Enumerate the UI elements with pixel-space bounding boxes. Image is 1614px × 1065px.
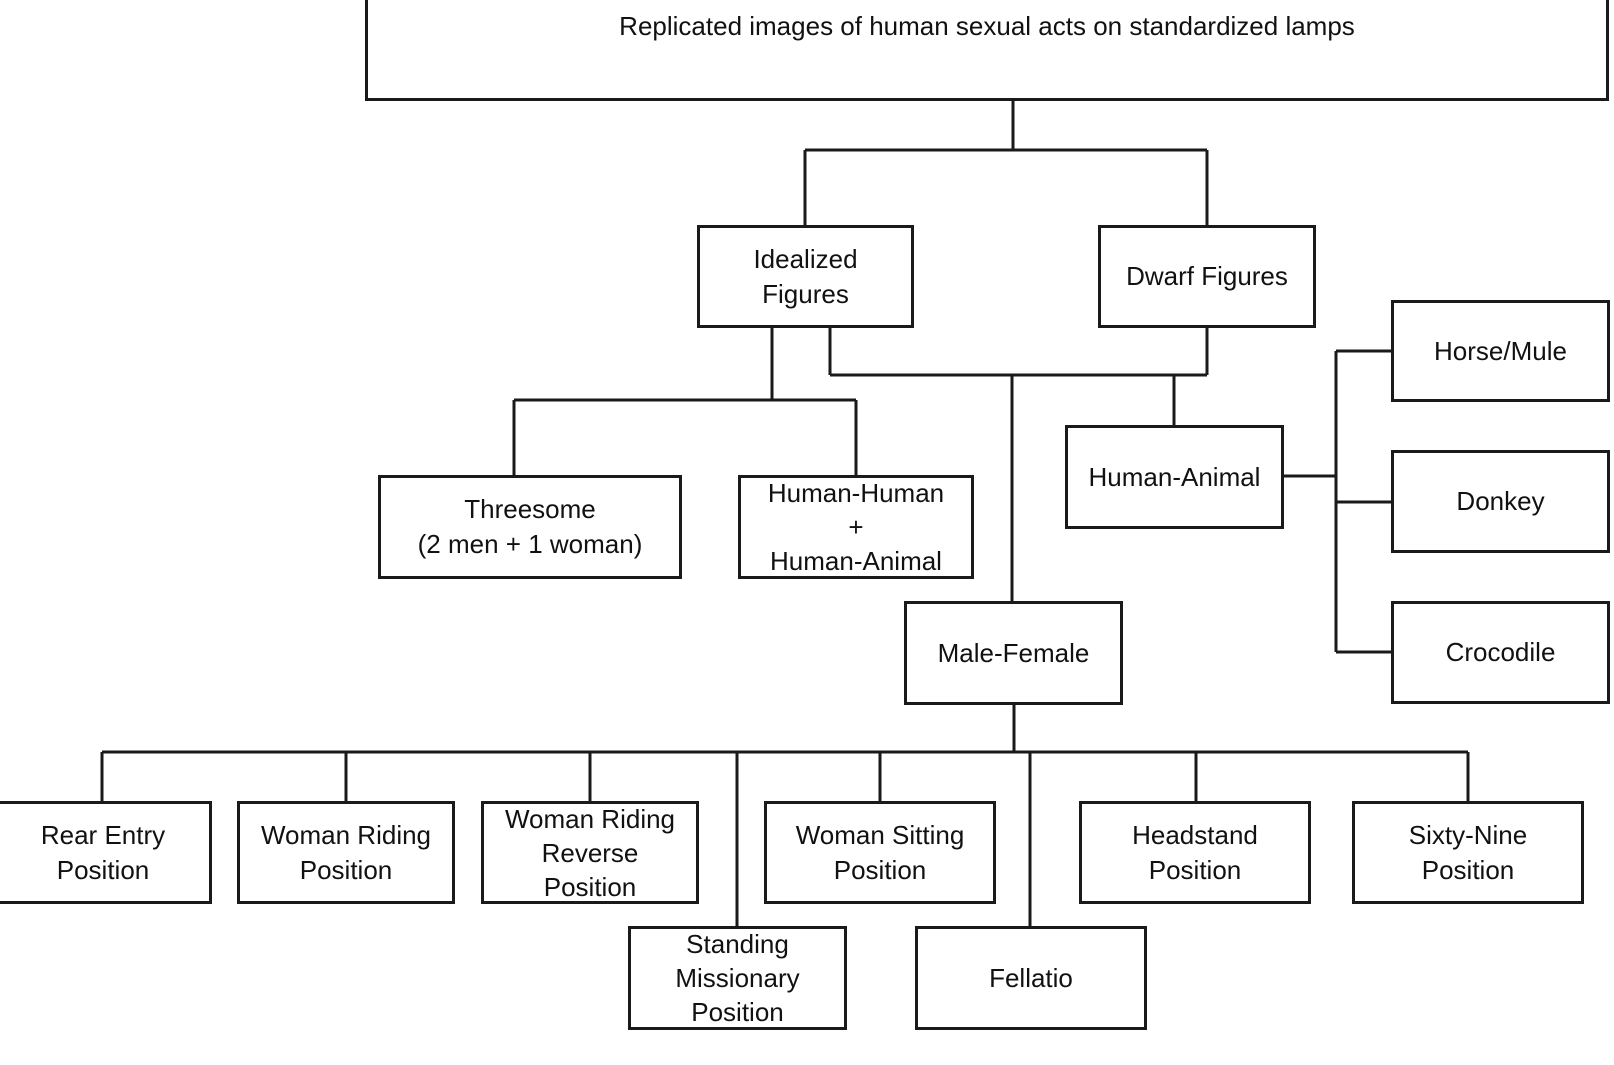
box-label-line: Figures bbox=[762, 278, 849, 309]
box-label-line: Woman Riding bbox=[504, 803, 676, 834]
box-label-line: Position bbox=[56, 854, 150, 885]
fellatio-box: Fellatio bbox=[915, 926, 1147, 1030]
box-label-line: Headstand bbox=[1132, 819, 1258, 850]
male-female-box: Male-Female bbox=[904, 601, 1123, 705]
threesome-box: Threesome (2 men + 1 woman) bbox=[378, 475, 682, 579]
box-label-line: Horse/Mule bbox=[1434, 335, 1567, 366]
human-animal-box: Human-Animal bbox=[1065, 425, 1284, 529]
connector-root bbox=[803, 100, 1209, 227]
box-label-line: Threesome bbox=[464, 494, 596, 524]
box-label-line: Sixty-Nine bbox=[1408, 819, 1528, 850]
connector-idealized-subtypes bbox=[512, 327, 858, 476]
box-label-line: Standing bbox=[686, 929, 789, 959]
crocodile-box: Crocodile bbox=[1391, 601, 1610, 704]
box-label-line: Position bbox=[1148, 854, 1242, 885]
connector-positions bbox=[100, 704, 1470, 927]
box-label-line: Donkey bbox=[1456, 486, 1545, 516]
box-label-line: + bbox=[848, 512, 864, 542]
box-label-line: Idealized bbox=[753, 243, 858, 274]
box-label-line: Rear Entry bbox=[40, 819, 166, 850]
box-label-line: Male-Female bbox=[937, 637, 1090, 668]
connector-male-female bbox=[828, 327, 1209, 602]
donkey-box: Donkey bbox=[1391, 450, 1610, 553]
box-label-line: Woman Riding bbox=[260, 819, 432, 850]
box-label-line: Position bbox=[1421, 854, 1515, 885]
box-label-line: Position bbox=[833, 854, 927, 885]
box-label-line: Reverse bbox=[541, 837, 639, 868]
box-label-line: Missionary bbox=[675, 963, 800, 993]
box-label-line: Position bbox=[543, 871, 637, 902]
connector-animals bbox=[1283, 349, 1392, 654]
box-label-line: Woman Sitting bbox=[795, 819, 965, 850]
box-label-line: Fellatio bbox=[989, 962, 1073, 993]
dwarf-figures-box: Dwarf Figures bbox=[1098, 225, 1316, 328]
human-human-box: Human-Human + Human-Animal bbox=[738, 475, 974, 579]
box-label-line: Replicated images of human sexual acts o… bbox=[619, 11, 1355, 41]
box-label-line: Crocodile bbox=[1445, 637, 1556, 667]
box-label-line: Human-Human bbox=[767, 478, 945, 508]
box-label-line: Position bbox=[691, 997, 784, 1027]
box-label-line: Human-Animal bbox=[1088, 461, 1261, 492]
root-box: Replicated images of human sexual acts o… bbox=[365, 0, 1609, 101]
horse-mule-box: Horse/Mule bbox=[1391, 300, 1610, 402]
box-label-line: Human-Animal bbox=[770, 546, 942, 576]
box-label-line: (2 men + 1 woman) bbox=[417, 529, 643, 559]
box-label-line: Position bbox=[299, 854, 393, 885]
box-label-line: Dwarf Figures bbox=[1126, 261, 1288, 291]
